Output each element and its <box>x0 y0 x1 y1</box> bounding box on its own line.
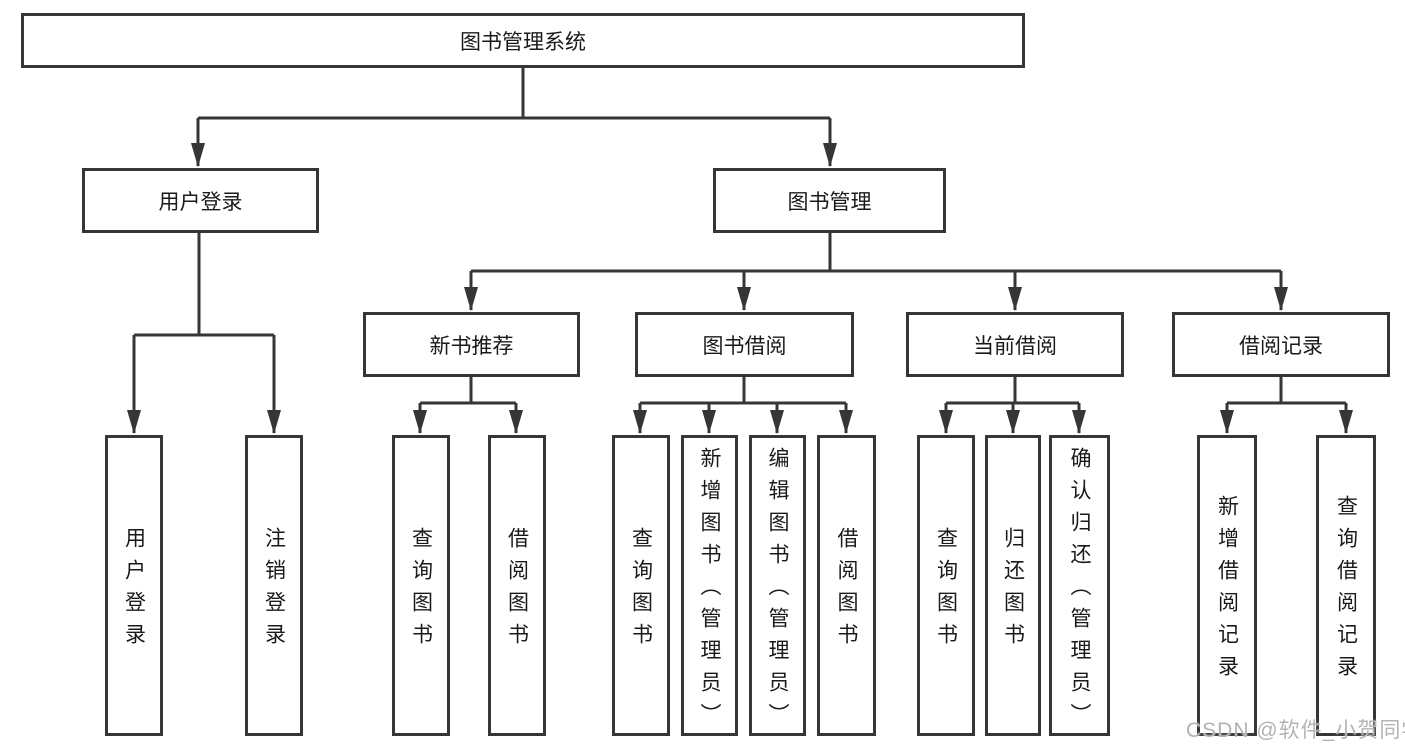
leaf-logout-label: 注销登录 <box>262 527 286 655</box>
leaf-current-confirm-return-admin: 确认归还（管理员） <box>1049 435 1110 736</box>
leaf-user-login-label: 用户登录 <box>122 527 146 655</box>
leaf-records-add-record-label: 新增借阅记录 <box>1215 495 1239 687</box>
node-current-borrowing: 当前借阅 <box>906 312 1124 377</box>
node-book-borrowing: 图书借阅 <box>635 312 854 377</box>
leaf-borrowing-query-books-label: 查询图书 <box>629 527 653 655</box>
leaf-borrowing-query-books: 查询图书 <box>612 435 670 736</box>
leaf-borrowing-add-books-admin-label: 新增图书（管理员） <box>698 447 721 735</box>
leaf-current-return-books: 归还图书 <box>985 435 1041 736</box>
leaf-borrowing-borrow-books: 借阅图书 <box>817 435 876 736</box>
leaf-current-query-books-label: 查询图书 <box>934 527 958 655</box>
leaf-current-return-books-label: 归还图书 <box>1001 527 1025 655</box>
node-new-book-recommend: 新书推荐 <box>363 312 580 377</box>
node-book-management-label: 图书管理 <box>787 190 872 214</box>
node-borrowing-records: 借阅记录 <box>1172 312 1390 377</box>
node-root: 图书管理系统 <box>21 13 1025 68</box>
leaf-recommend-borrow-books: 借阅图书 <box>488 435 546 736</box>
node-user-login-branch-label: 用户登录 <box>158 190 243 214</box>
leaf-borrowing-borrow-books-label: 借阅图书 <box>835 527 858 655</box>
leaf-recommend-query-books: 查询图书 <box>392 435 450 736</box>
csdn-watermark: CSDN @软件_小贺同学 <box>1186 719 1405 742</box>
node-book-borrowing-label: 图书借阅 <box>702 334 787 358</box>
leaf-current-query-books: 查询图书 <box>917 435 975 736</box>
leaf-recommend-query-books-label: 查询图书 <box>409 527 433 655</box>
leaf-recommend-borrow-books-label: 借阅图书 <box>505 527 529 655</box>
leaf-records-query-record-label: 查询借阅记录 <box>1334 495 1358 687</box>
node-book-management: 图书管理 <box>713 168 946 233</box>
node-root-label: 图书管理系统 <box>460 30 586 54</box>
node-new-book-recommend-label: 新书推荐 <box>429 334 514 358</box>
leaf-borrowing-edit-books-admin: 编辑图书（管理员） <box>749 435 806 736</box>
leaf-logout: 注销登录 <box>245 435 303 736</box>
leaf-records-query-record: 查询借阅记录 <box>1316 435 1376 736</box>
leaf-current-confirm-return-admin-label: 确认归还（管理员） <box>1068 447 1091 735</box>
leaf-records-add-record: 新增借阅记录 <box>1197 435 1257 736</box>
node-user-login-branch: 用户登录 <box>82 168 319 233</box>
leaf-borrowing-add-books-admin: 新增图书（管理员） <box>681 435 738 736</box>
node-current-borrowing-label: 当前借阅 <box>973 334 1057 358</box>
leaf-user-login: 用户登录 <box>105 435 163 736</box>
leaf-borrowing-edit-books-admin-label: 编辑图书（管理员） <box>766 447 789 735</box>
node-borrowing-records-label: 借阅记录 <box>1239 334 1323 358</box>
